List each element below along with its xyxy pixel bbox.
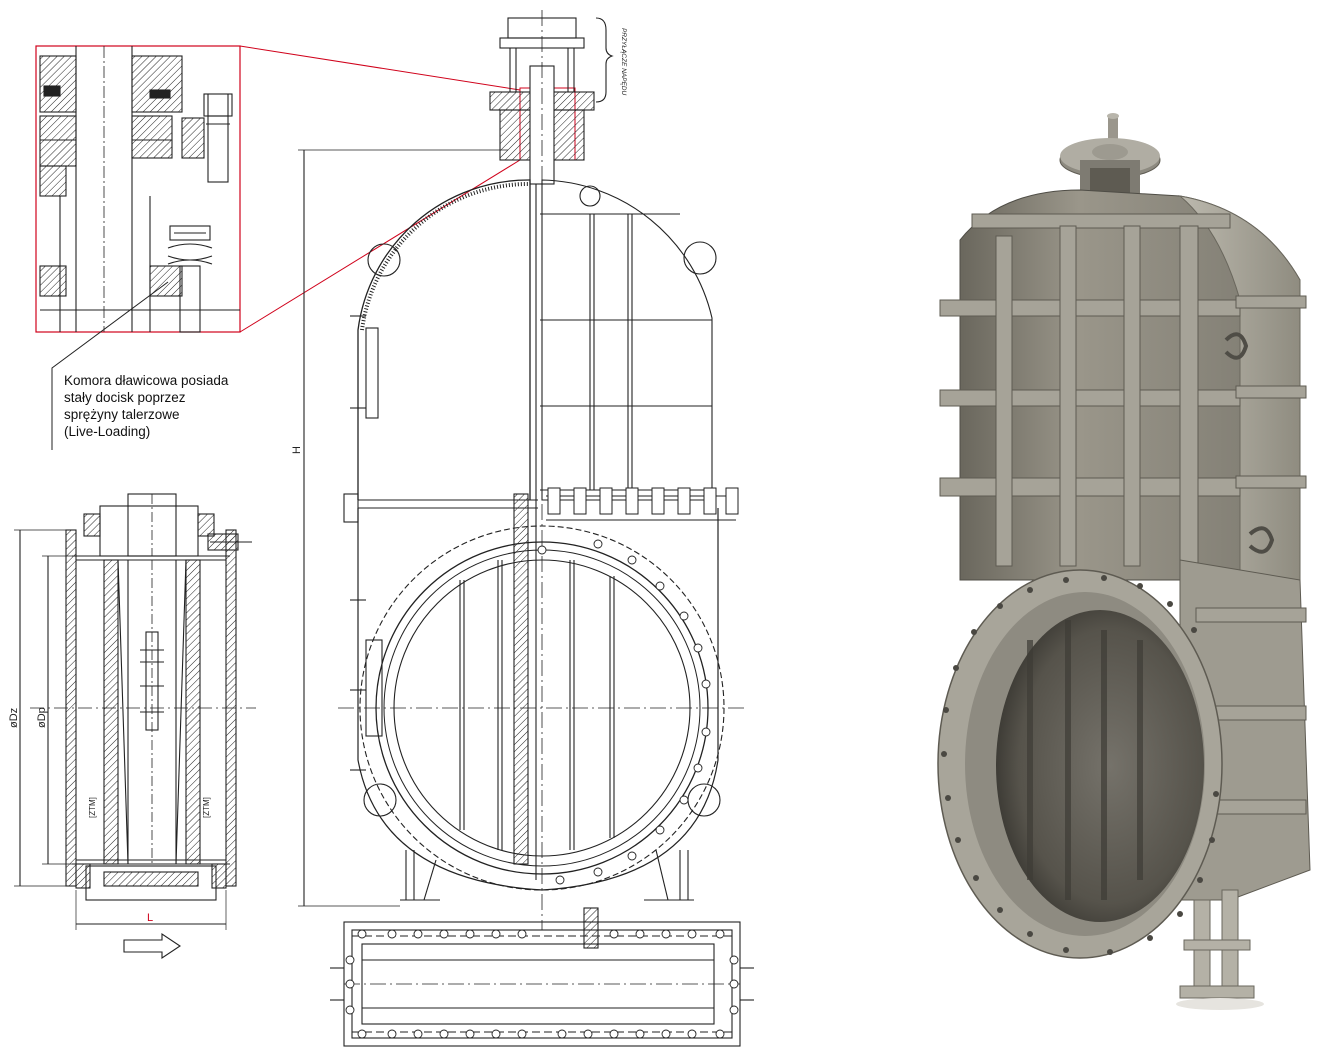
dim-h-label: H (291, 446, 303, 454)
face-mark-right: [ZTM] (202, 797, 211, 818)
face-mark-left: [ZTM] (88, 797, 97, 818)
stuffing-box-annotation: Komora dławicowa posiada stały docisk po… (64, 372, 304, 440)
actuator-extension-label: PRZYŁĄCZE NAPĘDU (620, 28, 627, 95)
annotation-line-1: Komora dławicowa posiada (64, 373, 229, 388)
annotation-line-3: sprężyny talerzowe (64, 407, 180, 422)
valve-3d-render (937, 113, 1311, 1010)
plan-view-bolts (345, 929, 739, 1039)
front-section-view (298, 10, 746, 930)
port-flange-bolts (537, 539, 711, 885)
dim-dz-label: øDz (8, 708, 20, 728)
annotation-line-2: stały docisk poprzez (64, 390, 186, 405)
dim-dp-label: øDp (36, 707, 48, 728)
side-section-view (14, 493, 256, 960)
annotation-line-4: (Live-Loading) (64, 424, 151, 439)
annotation-leader-line (51, 281, 169, 450)
stuffing-box-detail-view (35, 45, 241, 333)
bonnet-bolts (547, 487, 739, 515)
dim-l-label: L (147, 912, 153, 924)
